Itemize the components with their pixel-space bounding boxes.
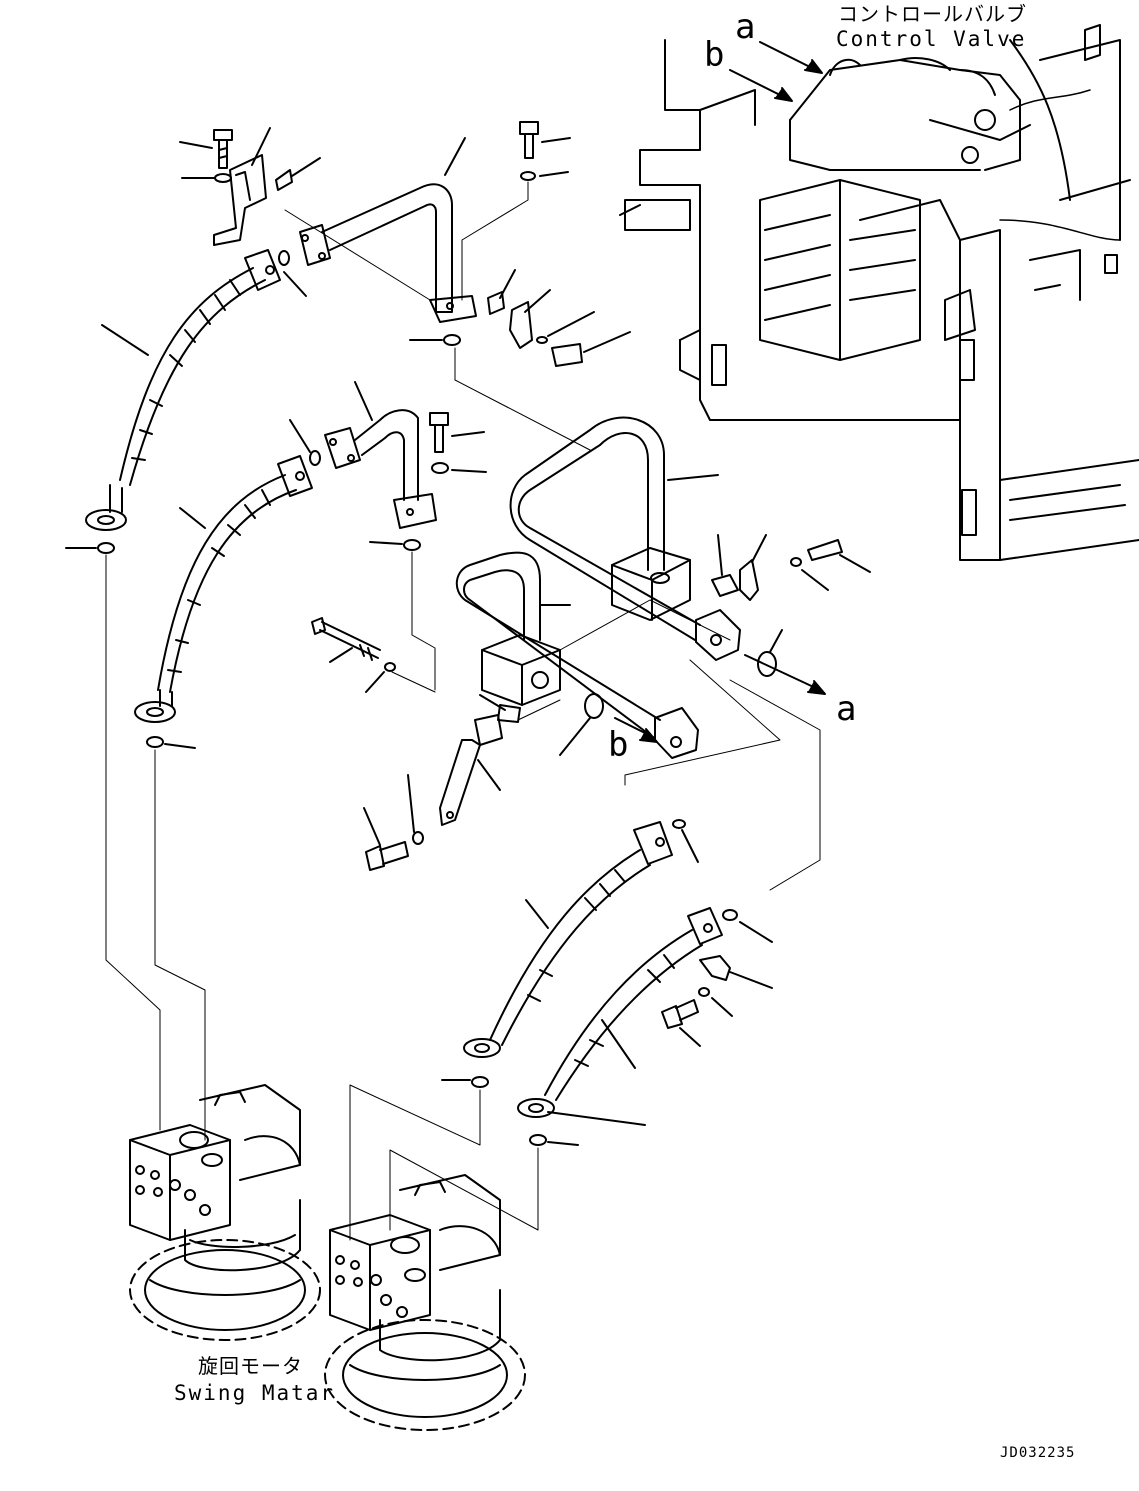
swing-motor-right	[324, 1174, 526, 1431]
lower-right-hose-2	[389, 907, 773, 1231]
middle-steel-pipe	[324, 381, 487, 691]
top-bracket-group	[179, 127, 321, 246]
right-steel-pipes	[455, 416, 871, 891]
drawing-code: JD032235	[1000, 1445, 1076, 1461]
ref-label-a-top: a	[735, 7, 756, 47]
control-valve-assembly	[619, 24, 1139, 561]
ref-label-a-arrow: a	[836, 689, 857, 729]
left-hose-2	[134, 419, 321, 1141]
ref-label-b-top: b	[704, 35, 725, 75]
swing-motor-label-jp: 旋回モータ	[198, 1354, 303, 1378]
swing-motor-left	[129, 1084, 321, 1341]
lower-right-hose-1	[349, 819, 699, 1241]
long-bolt-group	[311, 617, 436, 693]
clamp-arm-group	[363, 694, 561, 871]
swing-motor-label-en: Swing Matar	[174, 1381, 336, 1405]
control-valve-label-en: Control Valve	[836, 27, 1027, 51]
left-hose-1	[65, 249, 281, 1131]
upper-steel-pipe	[278, 121, 631, 451]
ref-label-b-arrow: b	[608, 725, 629, 765]
control-valve-label-jp: コントロールバルブ	[838, 2, 1027, 26]
ref-arrows-top	[729, 41, 823, 102]
